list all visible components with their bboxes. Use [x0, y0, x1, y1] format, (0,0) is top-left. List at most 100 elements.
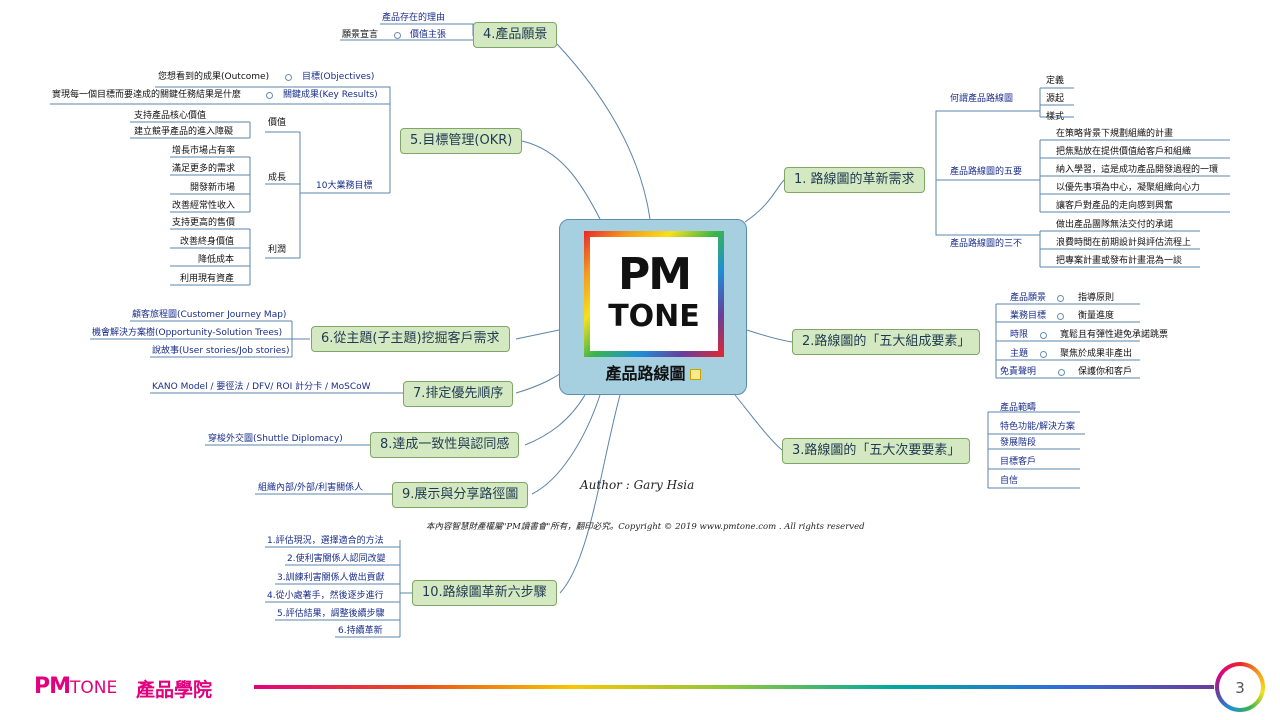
- b2-key[interactable]: 時限: [1010, 330, 1029, 340]
- b2-value[interactable]: 衡量進度: [1078, 311, 1115, 321]
- logo-tone-text: TONE: [608, 299, 700, 334]
- link-b8: [524, 394, 586, 446]
- b1-five-item[interactable]: 讓客戶對產品的走向感到興奮: [1056, 201, 1174, 211]
- branch-4-node[interactable]: 4.產品願景: [473, 22, 558, 48]
- b1-five-item[interactable]: 在策略背景下規劃組織的計畫: [1056, 129, 1174, 139]
- b5-profit-item[interactable]: 改善終身價值: [180, 237, 235, 247]
- b5-obj[interactable]: 目標(Objectives): [302, 72, 375, 82]
- b3-item[interactable]: 自信: [1000, 476, 1019, 486]
- link-b2: [746, 329, 793, 343]
- b1-what-item[interactable]: 源起: [1046, 94, 1065, 104]
- b5-profit-item[interactable]: 降低成本: [198, 255, 235, 265]
- collapse-toggle-icon[interactable]: [1057, 313, 1064, 320]
- b5-goal-growth[interactable]: 成長: [268, 173, 287, 183]
- link-b5: [521, 140, 601, 220]
- b4-vision[interactable]: 願景宣言: [342, 30, 379, 40]
- b3-item[interactable]: 目標客戶: [1000, 457, 1037, 467]
- b5-growth-item[interactable]: 增長市場占有率: [172, 146, 236, 156]
- branch-8-node[interactable]: 8.達成一致性與認同感: [370, 432, 520, 458]
- b2-key[interactable]: 免責聲明: [1000, 367, 1037, 377]
- branch-9-node[interactable]: 9.展示與分享路徑圖: [392, 482, 529, 508]
- b10-step[interactable]: 1.評估現況，選擇適合的方法: [267, 536, 384, 546]
- note-icon[interactable]: [689, 369, 701, 380]
- b2-value[interactable]: 寬鬆且有彈性避免承諾跳票: [1060, 330, 1169, 340]
- b9-item[interactable]: 組織內部/外部/利害關係人: [258, 483, 364, 493]
- b10-step[interactable]: 4.從小處著手，然後逐步進行: [267, 591, 384, 601]
- link-b3: [734, 394, 783, 451]
- branch-2-node[interactable]: 2.路線圖的「五大組成要素」: [792, 329, 981, 355]
- branch-6-node[interactable]: 6.從主題(子主題)挖掘客戶需求: [311, 326, 510, 352]
- link-b6: [515, 329, 560, 340]
- b1-what-item[interactable]: 樣式: [1046, 112, 1065, 122]
- b5-value-item[interactable]: 建立競爭產品的進入障礙: [134, 127, 234, 137]
- b5-kr-desc[interactable]: 實現每一個目標而要達成的關鍵任務結果是什麼: [52, 90, 242, 100]
- logo-pm-text: PM: [617, 249, 692, 300]
- b2-value[interactable]: 指導原則: [1078, 293, 1115, 303]
- b3-item[interactable]: 發展階段: [1000, 438, 1037, 448]
- b4-value[interactable]: 價值主張: [410, 30, 447, 40]
- b5-profit-item[interactable]: 支持更高的售價: [172, 218, 236, 228]
- collapse-toggle-icon[interactable]: [1040, 332, 1047, 339]
- collapse-toggle-icon[interactable]: [394, 32, 401, 39]
- b5-growth-item[interactable]: 開發新市場: [190, 183, 236, 193]
- branch-1-node[interactable]: 1. 路線圖的革新需求: [784, 167, 925, 193]
- b5-kr[interactable]: 關鍵成果(Key Results): [283, 90, 378, 100]
- b7-item[interactable]: KANO Model / 要徑法 / DFV/ ROI 計分卡 / MoSCoW: [152, 382, 371, 392]
- b1-five-item[interactable]: 把焦點放在提供價值給客戶和組織: [1056, 147, 1192, 157]
- b1-three-item[interactable]: 浪費時間在前期設計與評估流程上: [1056, 238, 1192, 248]
- footer-title: 產品學院: [136, 679, 213, 701]
- b10-step[interactable]: 3.訓練利害關係人做出貢獻: [277, 573, 385, 583]
- b5-profit-item[interactable]: 利用現有資產: [180, 274, 235, 284]
- b4-reason[interactable]: 產品存在的理由: [382, 13, 446, 23]
- b5-growth-item[interactable]: 改善經常性收入: [172, 201, 236, 211]
- collapse-toggle-icon[interactable]: [1040, 351, 1047, 358]
- branch-10-node[interactable]: 10.路線圖革新六步驟: [412, 580, 557, 606]
- b8-item[interactable]: 穿梭外交圖(Shuttle Diplomacy): [208, 434, 343, 444]
- collapse-toggle-icon[interactable]: [285, 74, 292, 81]
- footer-brand-pm: PM: [34, 674, 71, 699]
- b6-item[interactable]: 機會解決方案樹(Opportunity-Solution Trees): [92, 328, 283, 338]
- b1-what-item[interactable]: 定義: [1046, 76, 1065, 86]
- b2-key[interactable]: 主題: [1010, 349, 1029, 359]
- b5-growth-item[interactable]: 滿足更多的需求: [172, 164, 236, 174]
- b2-key[interactable]: 業務目標: [1010, 311, 1047, 321]
- central-topic[interactable]: PM TONE 產品路線圖: [559, 219, 747, 395]
- collapse-toggle-icon[interactable]: [1058, 369, 1065, 376]
- footer-rainbow-divider: [254, 685, 1214, 689]
- branch-5-node[interactable]: 5.目標管理(OKR): [400, 128, 523, 154]
- b1-five-item[interactable]: 以優先事項為中心，凝聚組織向心力: [1056, 183, 1201, 193]
- b3-item[interactable]: 特色功能/解決方案: [1000, 422, 1076, 432]
- branch-7-node[interactable]: 7.排定優先順序: [403, 381, 514, 407]
- b5-goals[interactable]: 10大業務目標: [316, 181, 373, 191]
- b10-step[interactable]: 2.使利害關係人認同改變: [287, 554, 386, 564]
- b2-value[interactable]: 保護你和客戶: [1078, 367, 1133, 377]
- b2-value[interactable]: 聚焦於成果非產出: [1060, 349, 1133, 359]
- b1-five-topic[interactable]: 產品路線圖的五要: [950, 167, 1023, 177]
- copyright-notice: 本內容智慧財產權屬"PM讀書會"所有，翻印必究。Copyright © 2019…: [426, 522, 865, 532]
- footer-brand-tone: TONE: [70, 678, 118, 698]
- b1-what-topic[interactable]: 何謂產品路線圖: [950, 94, 1014, 104]
- page-number: 3: [1235, 679, 1245, 697]
- link-b1: [744, 179, 785, 223]
- page-number-badge: 3: [1215, 662, 1265, 712]
- b5-value-item[interactable]: 支持產品核心價值: [134, 111, 207, 121]
- b6-item[interactable]: 說故事(User stories/Job stories): [152, 346, 290, 356]
- b1-three-item[interactable]: 把專案計畫或發布計畫混為一談: [1056, 256, 1183, 266]
- b1-three-item[interactable]: 做出產品團隊無法交付的承諾: [1056, 220, 1174, 230]
- link-b4: [556, 43, 651, 220]
- collapse-toggle-icon[interactable]: [1057, 295, 1064, 302]
- b6-item[interactable]: 顧客旅程圖(Customer Journey Map): [132, 310, 287, 320]
- author-credit: Author : Gary Hsia: [580, 478, 695, 492]
- b2-key[interactable]: 產品願景: [1010, 293, 1047, 303]
- b5-obj-desc[interactable]: 您想看到的成果(Outcome): [158, 72, 270, 82]
- b3-item[interactable]: 產品範疇: [1000, 403, 1037, 413]
- collapse-toggle-icon[interactable]: [266, 92, 273, 99]
- b10-step[interactable]: 6.持續革新: [338, 626, 383, 636]
- b5-goal-profit[interactable]: 利潤: [268, 245, 287, 255]
- b1-five-item[interactable]: 納入學習，這是成功產品開發過程的一環: [1056, 165, 1219, 175]
- central-topic-label: 產品路線圖: [605, 364, 686, 383]
- branch-3-node[interactable]: 3.路線圖的「五大次要要素」: [782, 438, 971, 464]
- b1-three-topic[interactable]: 產品路線圖的三不: [950, 239, 1023, 249]
- b5-goal-value[interactable]: 價值: [268, 118, 287, 128]
- b10-step[interactable]: 5.評估結果，調整後續步驟: [277, 609, 385, 619]
